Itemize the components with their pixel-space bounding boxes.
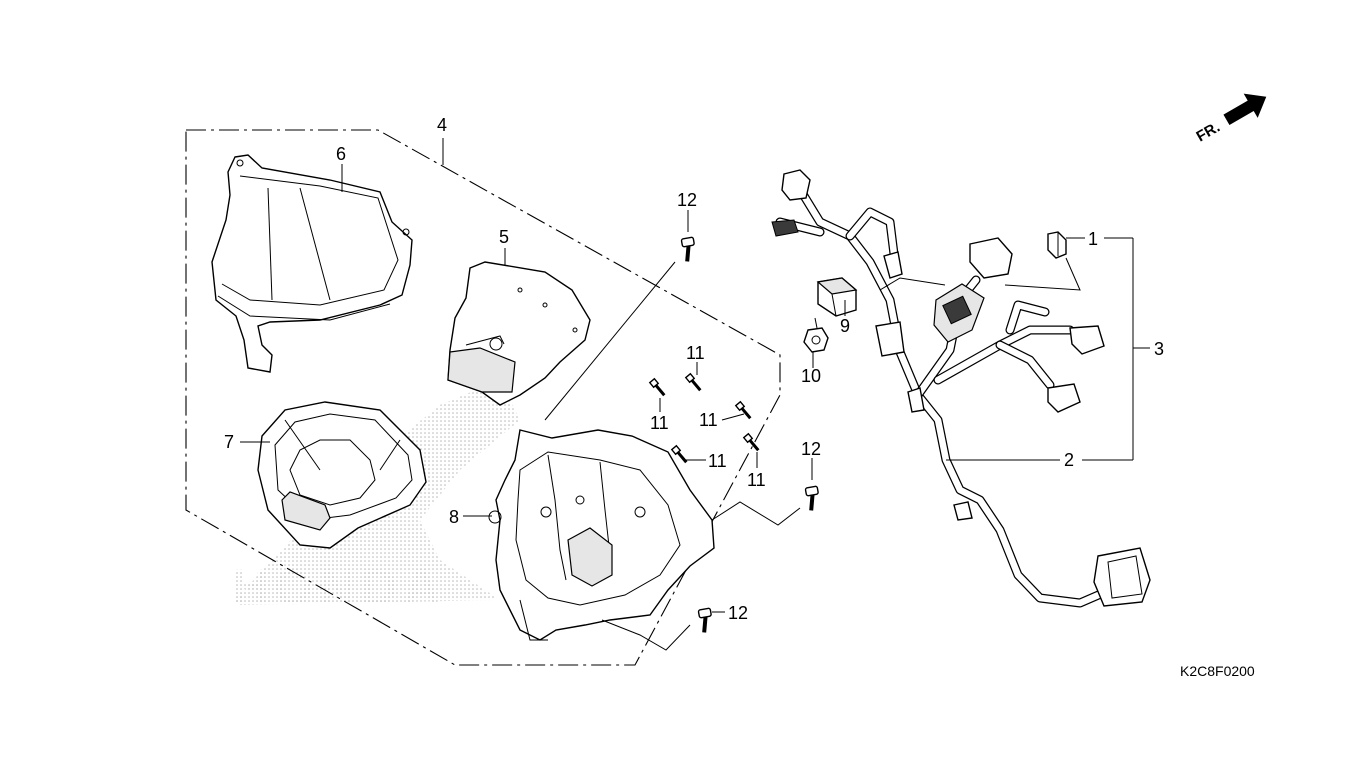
harness-connector-mid — [883, 251, 903, 279]
screws-11 — [648, 372, 760, 464]
screw-11-b — [684, 372, 702, 392]
harness-connector-right — [1069, 325, 1105, 355]
callout-2: 2 — [1064, 450, 1074, 470]
callout-10: 10 — [801, 366, 821, 386]
callout-labels: 1 2 3 4 5 6 7 8 9 10 11 11 11 11 11 12 1… — [224, 115, 1164, 623]
meter-panel-7 — [257, 401, 427, 549]
watermark-text: HONDA — [232, 559, 445, 615]
relay-9 — [816, 277, 858, 317]
harness-clamp — [953, 501, 973, 521]
connector-1 — [1047, 231, 1067, 259]
callout-8: 8 — [449, 507, 459, 527]
meter-case-8 — [488, 429, 715, 641]
harness-connector-left — [771, 219, 799, 237]
callout-6: 6 — [336, 144, 346, 164]
callout-11-a: 11 — [686, 343, 705, 363]
wire-harness-2 — [771, 169, 1151, 608]
harness-connector-lower — [1047, 383, 1081, 413]
front-indicator-label: FR. — [1194, 119, 1223, 146]
screw-12-b — [804, 485, 819, 511]
callout-9: 9 — [840, 316, 850, 336]
screw-11-c — [734, 400, 752, 420]
screw-12-c — [697, 607, 712, 633]
callout-4: 4 — [437, 115, 447, 135]
callout-7: 7 — [224, 432, 234, 452]
callout-3: 3 — [1154, 339, 1164, 359]
callout-12-a: 12 — [677, 190, 697, 210]
screws-12 — [680, 236, 819, 633]
clip-10 — [803, 317, 829, 353]
assembly-boundary-4 — [185, 129, 781, 666]
screw-11-d — [670, 444, 688, 464]
harness-connector-main — [1093, 547, 1151, 607]
callout-12-b: 12 — [801, 439, 821, 459]
callout-1: 1 — [1088, 229, 1098, 249]
figure-code: K2C8F0200 — [1180, 663, 1255, 679]
harness-connector-block — [875, 321, 905, 357]
harness-connector-top — [781, 169, 811, 201]
callout-5: 5 — [499, 227, 509, 247]
callout-11-d: 11 — [708, 451, 727, 471]
screw-11-a — [648, 377, 666, 397]
callout-11-e: 11 — [747, 470, 766, 490]
callout-11-c: 11 — [699, 410, 718, 430]
callout-12-c: 12 — [728, 603, 748, 623]
meter-unit-5 — [447, 261, 591, 406]
screw-12-a — [680, 236, 695, 262]
front-arrow-icon — [1223, 93, 1267, 125]
harness-connector-upper — [969, 237, 1013, 279]
screw-11-e — [742, 432, 760, 452]
front-indicator: FR. — [1194, 93, 1267, 146]
leader-lines — [240, 138, 1150, 651]
meter-cover-6 — [211, 154, 413, 373]
callout-11-b: 11 — [650, 413, 669, 433]
